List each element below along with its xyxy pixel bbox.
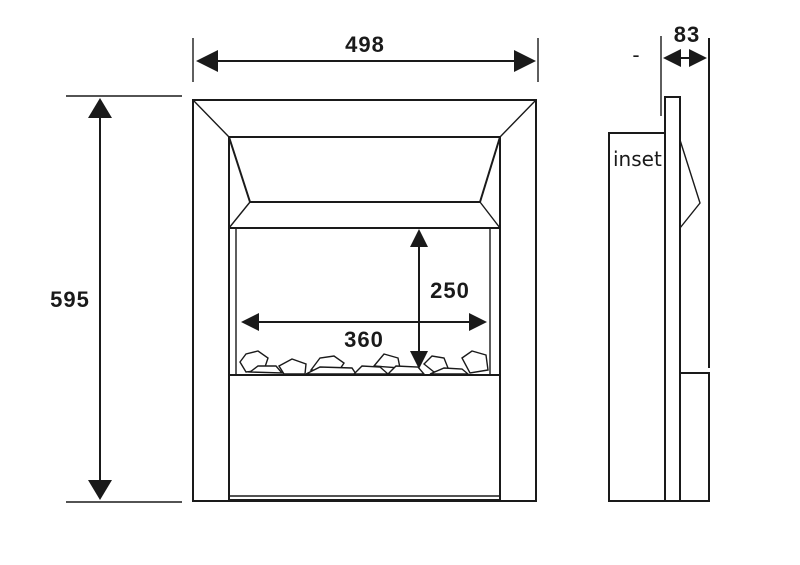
pebble <box>247 365 284 374</box>
depth-arrow-left <box>663 49 681 67</box>
overall-width-dimension: 498 <box>192 32 539 82</box>
depth-label: 83 <box>674 22 700 47</box>
pebble <box>278 358 307 375</box>
base-profile <box>679 372 710 502</box>
depth-arrow-right <box>689 49 707 67</box>
front-view <box>192 99 537 502</box>
overall-width-label: 498 <box>345 32 385 57</box>
frame-bevel-tr <box>499 99 537 138</box>
opening-width-arrow-left <box>241 313 259 331</box>
inset-body <box>608 132 666 502</box>
overall-height-label: 595 <box>50 287 90 312</box>
canopy <box>228 136 501 229</box>
canopy-right-edge <box>479 136 501 203</box>
inset-label: inset <box>613 147 662 171</box>
side-view: inset <box>608 38 710 502</box>
inner-frame <box>228 136 501 501</box>
front-frame-profile <box>664 96 681 502</box>
outer-frame <box>192 99 537 502</box>
pebble <box>461 350 489 374</box>
height-arrow-top <box>88 98 112 118</box>
opening-height-dimension: 250 <box>410 229 470 369</box>
canopy-left-edge <box>228 136 251 203</box>
pebble <box>372 353 401 369</box>
opening-height-arrow-top <box>410 229 428 247</box>
opening-width-dimension: 360 <box>241 313 487 352</box>
depth-marker: - <box>632 43 639 67</box>
depth-dimension: 83 - <box>632 22 707 116</box>
opening-height-arrow-bottom <box>410 351 428 369</box>
frame-bevel-tl <box>192 99 230 138</box>
pebble <box>422 355 449 373</box>
canopy-bevel-left <box>228 201 251 229</box>
opening-width-arrow-right <box>469 313 487 331</box>
opening-height-label: 250 <box>430 278 470 303</box>
width-arrow-left <box>196 50 218 72</box>
overall-height-dimension: 595 <box>50 95 182 503</box>
canopy-bevel-right <box>479 201 501 229</box>
height-arrow-bottom <box>88 480 112 500</box>
width-arrow-right <box>514 50 536 72</box>
canopy-profile <box>679 139 701 229</box>
opening-width-label: 360 <box>344 327 384 352</box>
fuel-bed-pebbles <box>239 350 489 375</box>
